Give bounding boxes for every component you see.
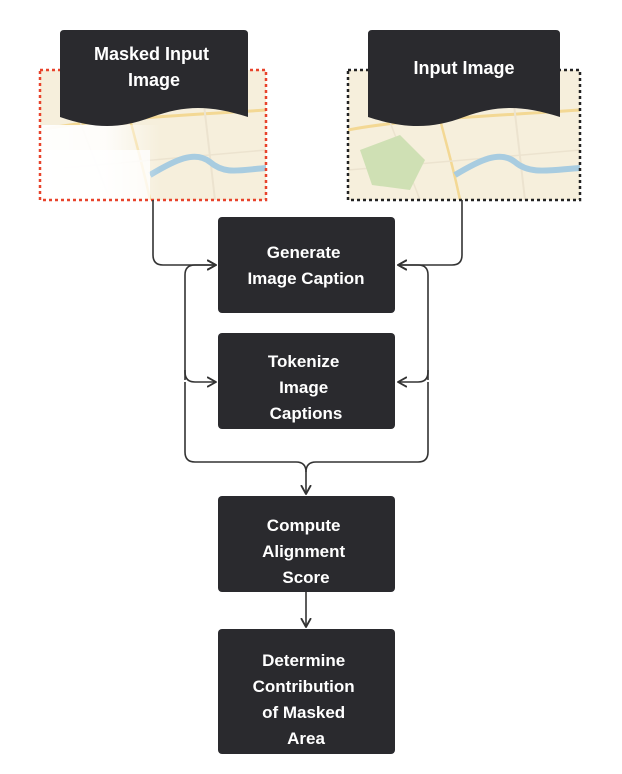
- arrow-input-to-generate: [397, 200, 463, 271]
- svg-text:Tokenize Image Cap: Tokenize Image Captions: [268, 352, 344, 423]
- step-tokenize-captions: Tokenize Image Captions: [218, 333, 395, 429]
- input-image-banner: [368, 30, 560, 126]
- svg-text:Compute Alignment: Compute Alignment Score: [262, 516, 350, 587]
- arrow-right-loop-to-merge: [305, 382, 429, 473]
- arrow-masked-to-generate: [152, 200, 217, 271]
- step-generate-line-1: Generate: [267, 243, 341, 262]
- step-determine-contribution-box: [218, 629, 395, 754]
- arrow-right-loop-to-tokenize: [397, 370, 429, 388]
- step-tokenize-line-1: Tokenize: [268, 352, 339, 371]
- step-compute-line-1: Compute: [267, 516, 341, 535]
- step-determine-line-2: Contribution: [253, 677, 355, 696]
- input-image-label: Input Image: [413, 58, 514, 78]
- connectors: [152, 200, 463, 628]
- arrow-right-loop-to-generate: [397, 259, 429, 380]
- step-generate-caption: Generate Image Caption: [218, 217, 395, 313]
- masked-input-label-line-2: Image: [128, 70, 180, 90]
- arrow-left-loop-to-tokenize: [184, 370, 217, 388]
- masked-input-label-line-1: Masked Input: [94, 44, 209, 64]
- step-tokenize-line-3: Captions: [270, 404, 343, 423]
- svg-text:Determine Contribution: Determine Contribution of Masked Area: [253, 651, 360, 748]
- step-determine-contribution: Determine Contribution of Masked Area: [218, 629, 395, 754]
- arrow-left-loop-to-generate: [184, 259, 217, 380]
- svg-text:Input Image: Input Image: [413, 58, 514, 78]
- step-generate-line-2: Image Caption: [247, 269, 364, 288]
- step-determine-line-1: Determine: [262, 651, 345, 670]
- step-tokenize-line-2: Image: [279, 378, 328, 397]
- step-compute-alignment-box: [218, 496, 395, 592]
- masked-input-image-node: Masked Input Image: [38, 30, 268, 202]
- step-determine-line-4: Area: [287, 729, 325, 748]
- step-compute-alignment: Compute Alignment Score: [218, 496, 395, 592]
- step-determine-line-3: of Masked: [262, 703, 345, 722]
- step-compute-line-2: Alignment: [262, 542, 345, 561]
- svg-text:Masked Input Image: Masked Input Image: [94, 44, 214, 90]
- svg-text:Generate Image Caption: Generate Image Caption: [247, 243, 364, 288]
- step-compute-line-3: Score: [282, 568, 329, 587]
- step-tokenize-captions-box: [218, 333, 395, 429]
- input-image-node: Input Image: [346, 30, 582, 202]
- step-generate-caption-box: [218, 217, 395, 313]
- arrow-left-loop-to-compute: [184, 382, 312, 495]
- masked-input-banner: [60, 30, 248, 126]
